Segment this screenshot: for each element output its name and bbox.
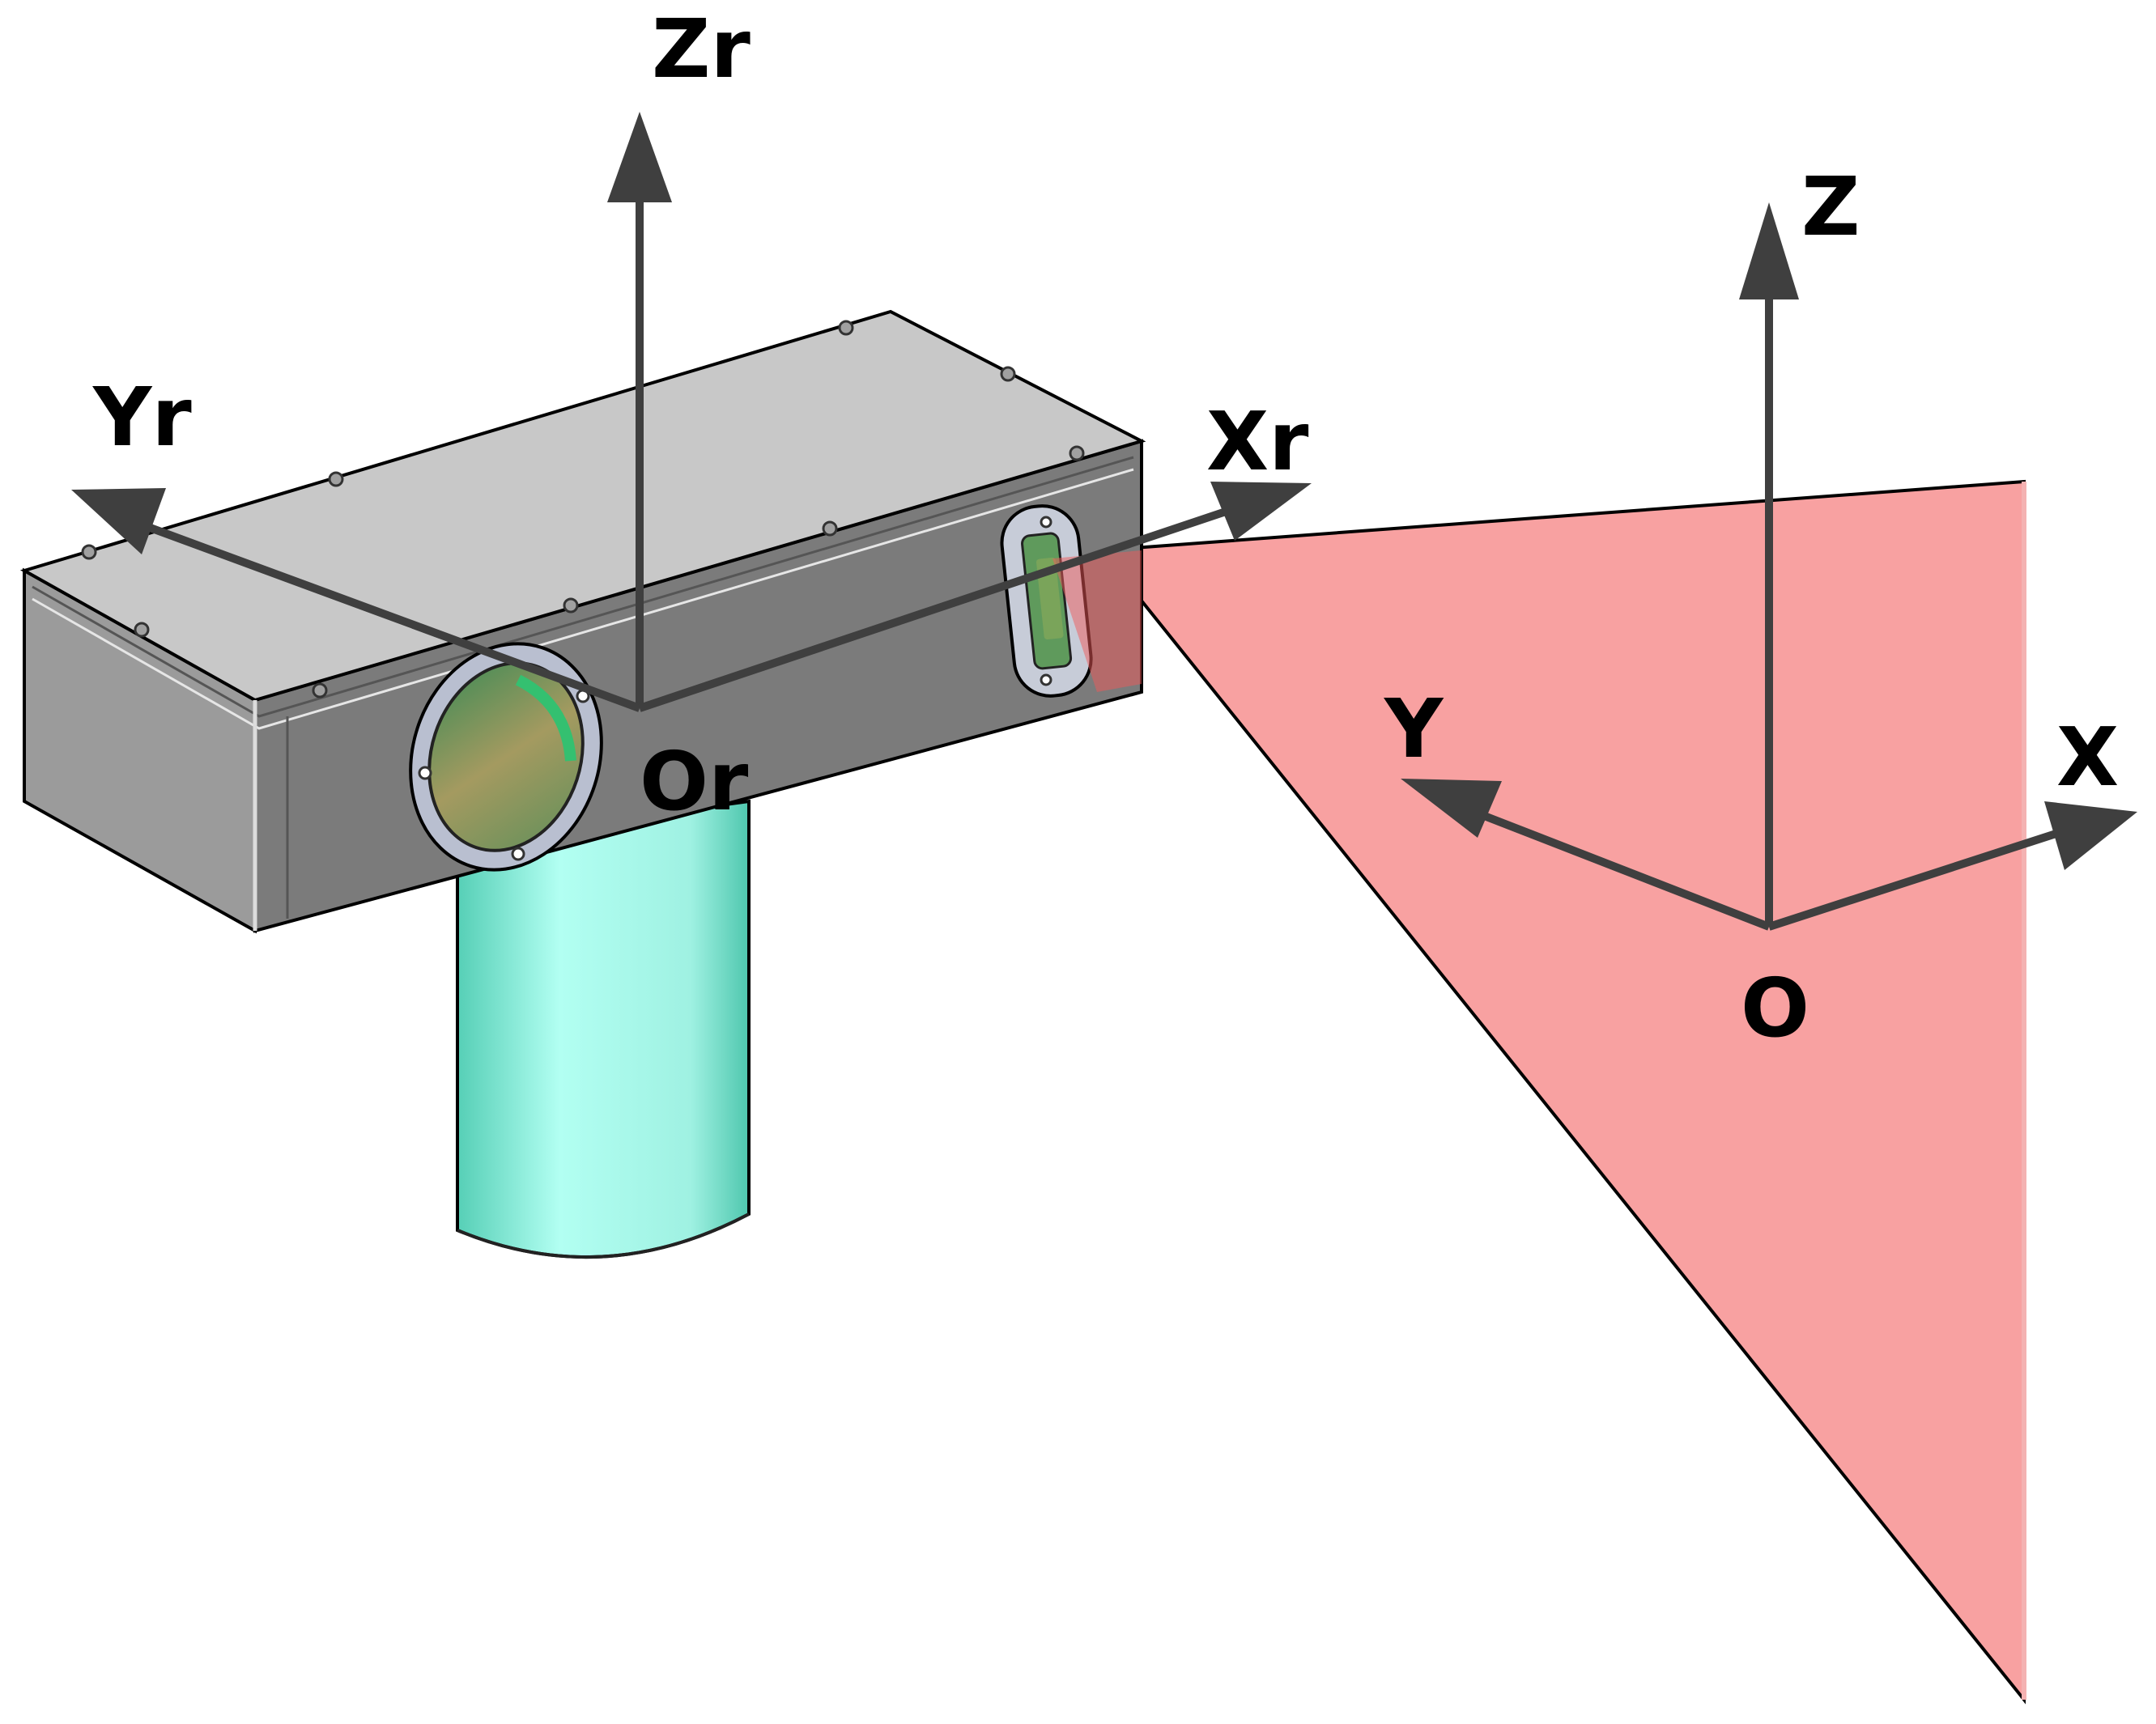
y-arrowhead (1401, 779, 1502, 838)
sensor-frame-axes (1401, 202, 2137, 931)
housing-top-face (19, 309, 1146, 703)
laser-plane-origin (1052, 550, 1142, 692)
sensor-housing (19, 309, 1146, 934)
o-label: O (1741, 961, 1809, 1055)
laser-plane (1098, 479, 2026, 1705)
z-arrowhead (1739, 202, 1799, 299)
xr-arrowhead (1210, 482, 1312, 541)
robot-frame-axes (71, 112, 1312, 712)
y-label: Y (1384, 682, 1444, 776)
zr-arrowhead (607, 112, 672, 202)
xr-axis (638, 506, 1232, 712)
zr-label: Zr (652, 2, 751, 96)
x-axis (1767, 826, 2070, 931)
z-label: Z (1801, 159, 1860, 254)
yr-axis (144, 522, 641, 712)
or-label: Or (640, 734, 749, 829)
camera-lens (409, 642, 603, 872)
x-arrowhead (2044, 801, 2137, 870)
x-label: X (2056, 710, 2119, 805)
xr-label: Xr (1206, 394, 1309, 489)
yr-label: Yr (92, 370, 192, 465)
yr-arrowhead (71, 488, 166, 554)
camera-cylinder (456, 799, 751, 1259)
y-axis (1456, 801, 1771, 931)
